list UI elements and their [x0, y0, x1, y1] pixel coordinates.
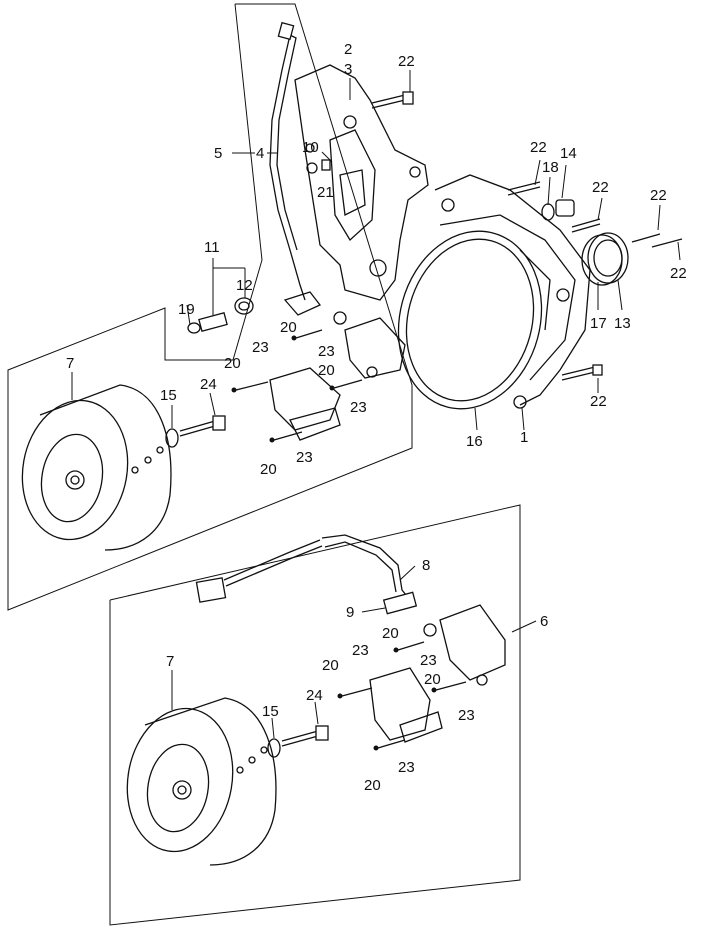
callout-20: 20: [224, 355, 241, 372]
callout-20: 20: [280, 319, 297, 336]
stator-housing: [397, 174, 591, 410]
upper-stator-coils: [269, 291, 406, 441]
lower-stator-coils: [369, 604, 506, 743]
callout-9: 9: [346, 604, 354, 621]
screws-20-upper: [231, 329, 363, 443]
lower-group-frame: [109, 504, 521, 926]
callout-8: 8: [422, 557, 430, 574]
wire-harness-lower: [195, 534, 418, 615]
callout-2: 2: [344, 41, 352, 58]
upper-group-frame: [7, 3, 413, 611]
callout-17: 17: [590, 315, 607, 332]
flywheel-bolt-upper: [165, 415, 226, 448]
callout-23: 23: [352, 642, 369, 659]
callout-23: 23: [252, 339, 269, 356]
callout-11: 11: [204, 239, 220, 256]
callout-20: 20: [382, 625, 399, 642]
callout-22: 22: [590, 393, 607, 410]
callout-13: 13: [614, 315, 631, 332]
callout-16: 16: [466, 433, 483, 450]
plunger-assembly-11-12-19: [187, 297, 254, 334]
callout-20: 20: [260, 461, 277, 478]
callout-23: 23: [420, 652, 437, 669]
callout-23: 23: [398, 759, 415, 776]
callout-22: 22: [530, 139, 547, 156]
screws-20-lower: [337, 641, 467, 751]
callout-15: 15: [160, 387, 177, 404]
callout-22: 22: [650, 187, 667, 204]
callout-21: 21: [317, 184, 334, 201]
oil-seal: [581, 232, 629, 286]
callout-3: 3: [344, 61, 352, 78]
leader-lines: [71, 70, 681, 739]
left-crankcase-cover: [294, 64, 429, 301]
callout-4: 4: [256, 145, 264, 162]
flywheel-upper: [21, 384, 172, 551]
plug-and-oring: [541, 199, 575, 221]
flywheel-lower: [126, 697, 277, 866]
callout-20: 20: [322, 657, 339, 674]
flywheel-bolt-lower: [267, 725, 329, 758]
callout-22: 22: [592, 179, 609, 196]
screw-and-clamp-10-21: [306, 159, 331, 174]
callout-20: 20: [318, 362, 335, 379]
callout-7: 7: [166, 653, 174, 670]
callout-1: 1: [520, 429, 528, 446]
callout-14: 14: [560, 145, 577, 162]
callout-6: 6: [540, 613, 548, 630]
callout-22: 22: [398, 53, 415, 70]
callout-19: 19: [178, 301, 195, 318]
bolts-22: [371, 91, 683, 381]
callout-20: 20: [424, 671, 441, 688]
callout-22: 22: [670, 265, 687, 282]
callout-10: 10: [302, 139, 319, 156]
callout-12: 12: [236, 277, 253, 294]
callout-24: 24: [200, 376, 217, 393]
callout-23: 23: [350, 399, 367, 416]
callout-15: 15: [262, 703, 279, 720]
callout-23: 23: [296, 449, 313, 466]
callout-18: 18: [542, 159, 559, 176]
callout-23: 23: [318, 343, 335, 360]
callout-labels: 2 3 22 5 4 10 21 22 18 14 22 22 22 11 12…: [66, 41, 687, 794]
callout-24: 24: [306, 687, 323, 704]
wire-harness-upper: [269, 21, 306, 301]
callout-20: 20: [364, 777, 381, 794]
callout-7: 7: [66, 355, 74, 372]
callout-23: 23: [458, 707, 475, 724]
callout-5: 5: [214, 145, 222, 162]
